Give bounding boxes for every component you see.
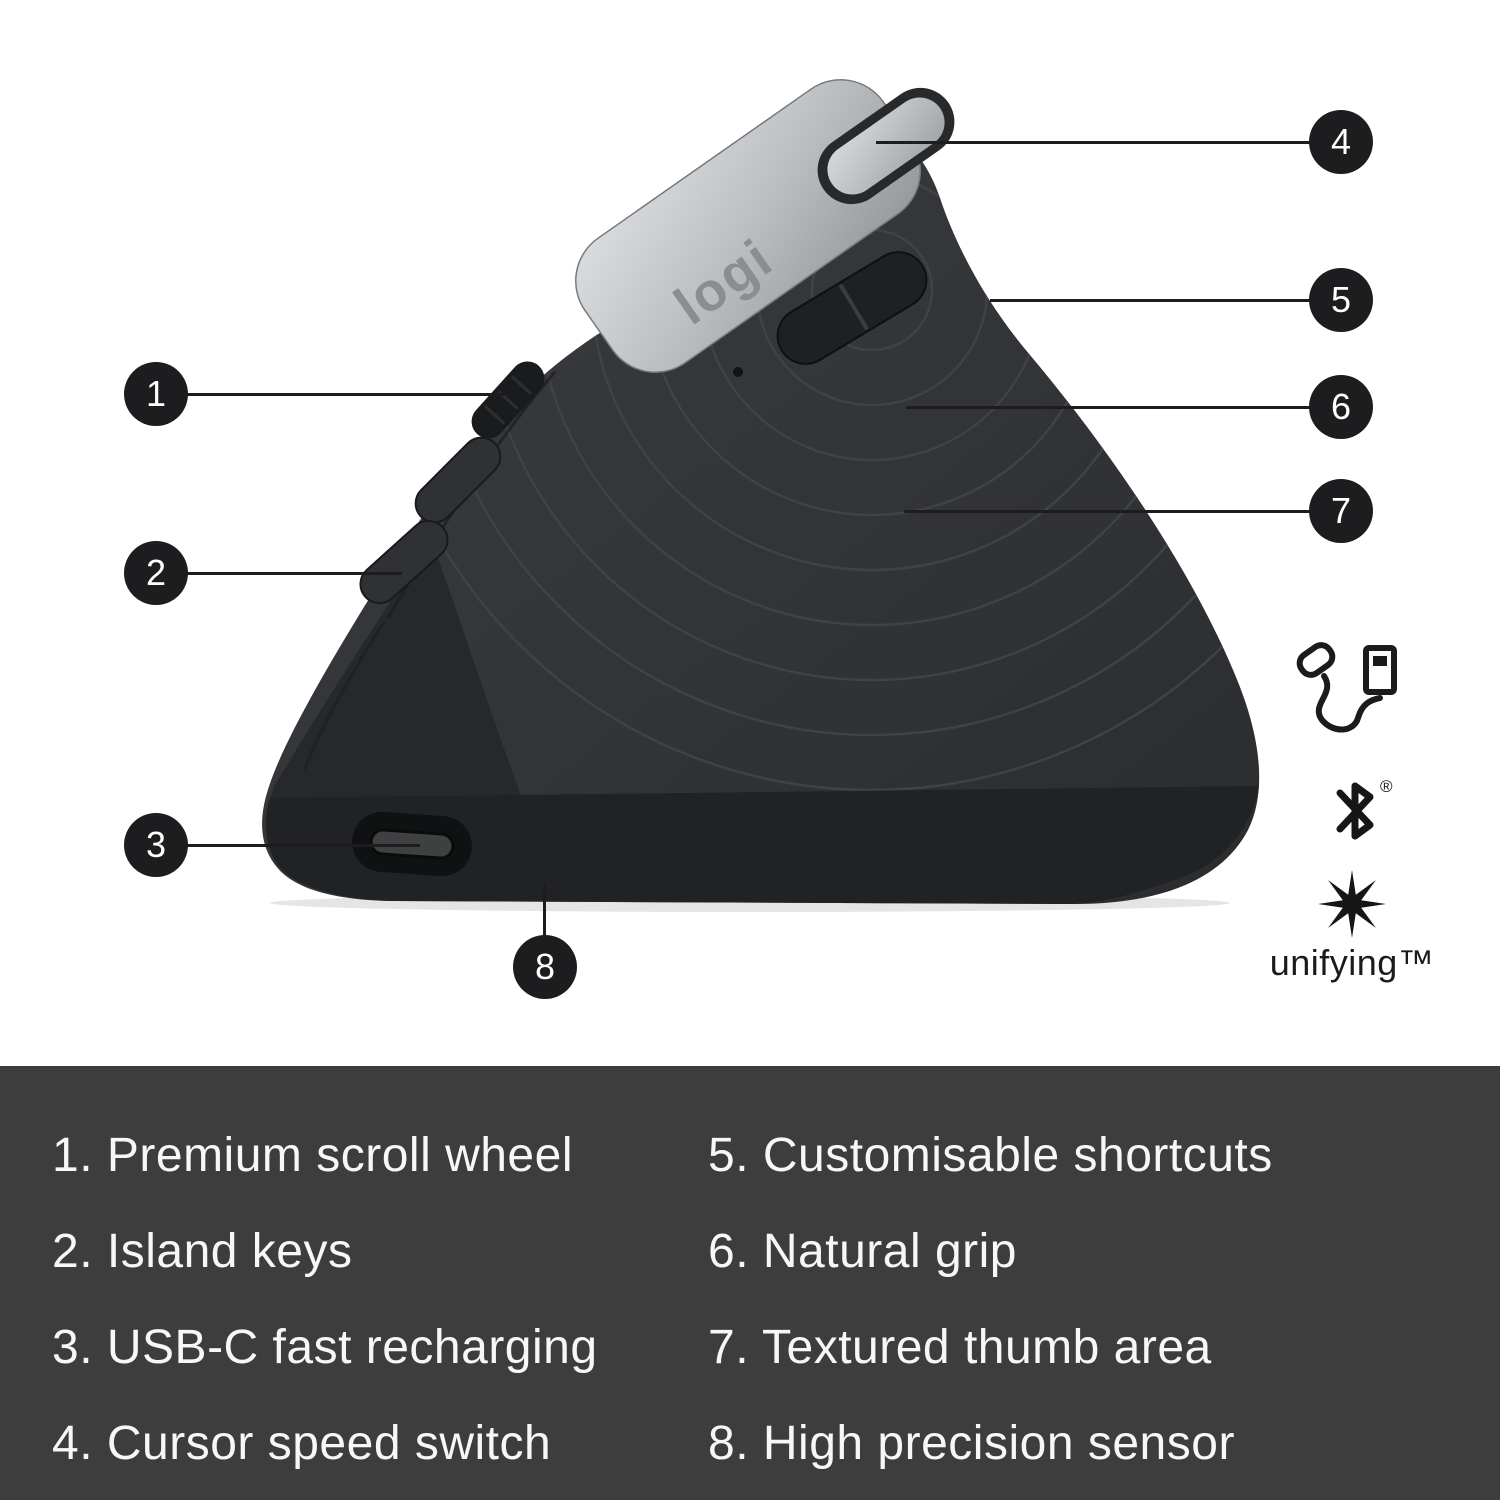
lower-seam	[302, 621, 386, 771]
callout-badge-5: 5	[1309, 268, 1373, 332]
callout-line-7	[904, 510, 1311, 513]
callout-number: 1	[145, 373, 167, 414]
callout-badge-4: 4	[1309, 110, 1373, 174]
mouse-stage: logi 1 2 3 4	[124, 79, 1435, 999]
unifying-star	[1318, 870, 1386, 938]
callout-line-4	[876, 141, 1311, 144]
callout-badge-1: 1	[124, 362, 188, 426]
legend-item-3: 3. USB-C fast recharging	[52, 1321, 598, 1374]
mouse-illustration: logi	[262, 79, 1260, 912]
legend-column-left: 1. Premium scroll wheel 2. Island keys 3…	[0, 1108, 708, 1500]
legend-item-4: 4. Cursor speed switch	[52, 1417, 552, 1470]
callout-number: 6	[1330, 386, 1352, 427]
callout-line-8	[543, 884, 546, 937]
callout-line-6	[906, 406, 1311, 409]
led-indicator	[733, 367, 743, 377]
base-plate	[266, 786, 1259, 904]
callout-line-5	[990, 299, 1311, 302]
callout-badge-7: 7	[1309, 479, 1373, 543]
callout-line-3	[186, 844, 420, 847]
callout-number: 5	[1330, 279, 1352, 320]
callout-badge-2: 2	[124, 541, 188, 605]
legend-item-8: 8. High precision sensor	[708, 1417, 1235, 1470]
unifying-icon	[1318, 870, 1386, 938]
callout-badge-6: 6	[1309, 375, 1373, 439]
callout-line-1	[186, 393, 516, 396]
callout-number: 3	[145, 824, 167, 865]
callout-badge-8: 8	[513, 935, 577, 999]
island-key-2	[359, 519, 449, 605]
island-key-1	[414, 436, 502, 524]
bluetooth-icon: ®	[1336, 777, 1393, 840]
callout-number: 4	[1330, 121, 1352, 162]
bluetooth-registered-mark: ®	[1380, 777, 1393, 796]
bluetooth-rune	[1336, 782, 1374, 840]
callout-badge-3: 3	[124, 813, 188, 877]
unifying-label: unifying™	[1269, 942, 1435, 983]
cursor-speed-switch-button	[817, 87, 955, 205]
legend-item-6: 6. Natural grip	[708, 1225, 1017, 1278]
usb-cable-icon	[1296, 642, 1397, 733]
legend-item-2: 2. Island keys	[52, 1225, 353, 1278]
callout-number: 7	[1330, 490, 1352, 531]
feature-legend: 1. Premium scroll wheel 2. Island keys 3…	[0, 1066, 1500, 1500]
callout-number: 8	[534, 946, 556, 987]
legend-column-right: 5. Customisable shortcuts 6. Natural gri…	[708, 1108, 1273, 1500]
callout-line-2	[186, 572, 402, 575]
legend-item-7: 7. Textured thumb area	[708, 1321, 1212, 1374]
mouse-body	[262, 128, 1260, 904]
legend-item-1: 1. Premium scroll wheel	[52, 1129, 573, 1182]
callout-number: 2	[145, 552, 167, 593]
legend-item-5: 5. Customisable shortcuts	[708, 1129, 1273, 1182]
